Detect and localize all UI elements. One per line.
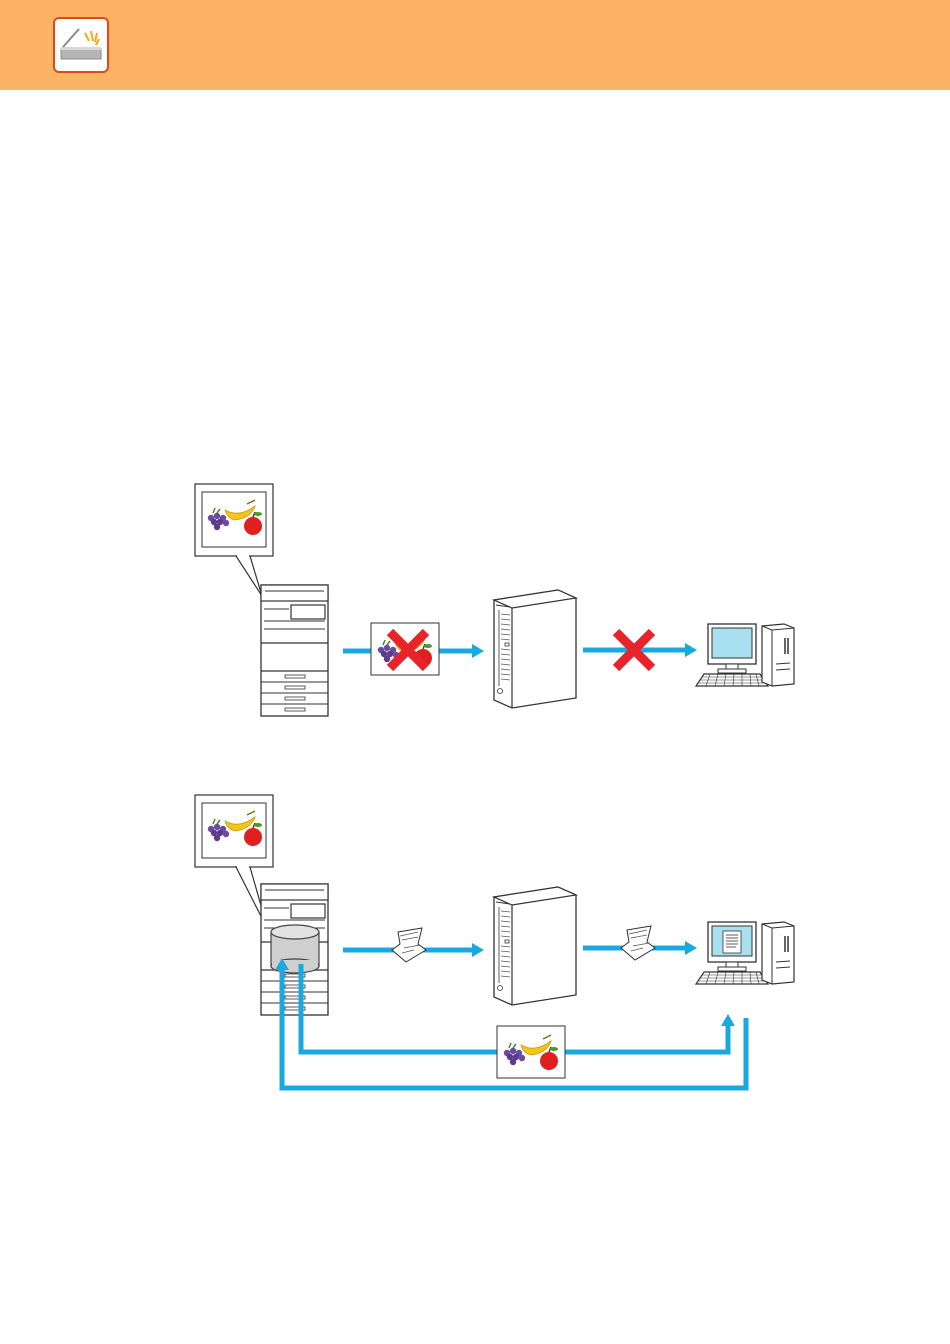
image-thumbnail-icon	[497, 1026, 565, 1078]
server-icon	[494, 590, 576, 708]
image-balloon-icon	[195, 484, 273, 596]
server-icon	[494, 887, 576, 1005]
blocked-flow-diagram	[195, 484, 794, 716]
mfp-icon	[261, 585, 328, 716]
stored-flow-diagram	[195, 795, 794, 1088]
notification-document-icon	[621, 926, 655, 960]
computer-icon	[696, 624, 794, 686]
computer-icon	[696, 922, 794, 984]
notification-document-icon	[392, 928, 426, 962]
